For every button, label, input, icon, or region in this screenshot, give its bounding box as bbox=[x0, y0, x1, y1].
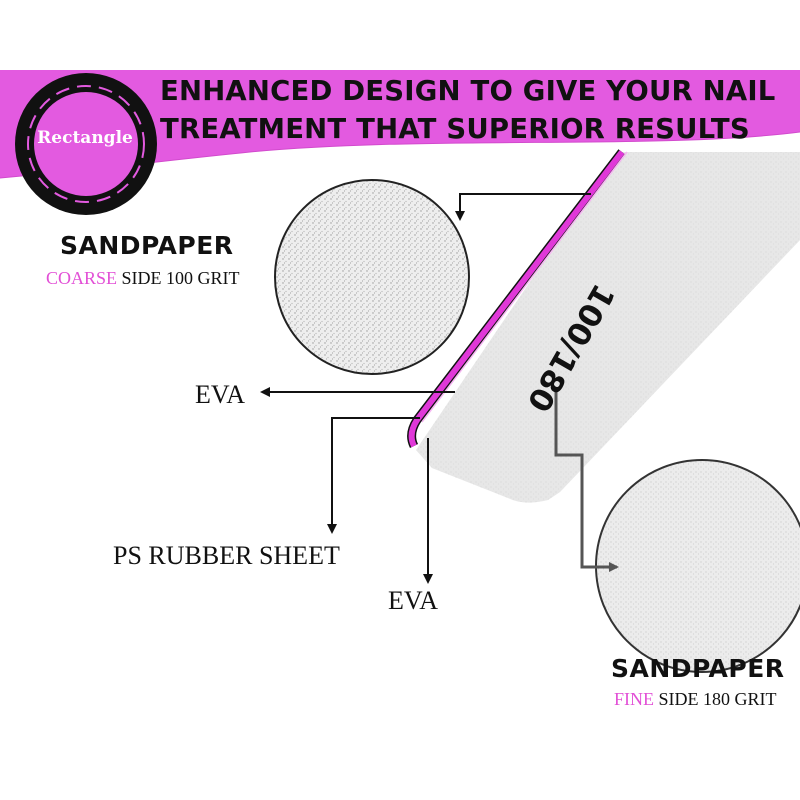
arrow-icon bbox=[554, 392, 619, 572]
coarse-accent-word: COARSE bbox=[46, 268, 118, 288]
coarse-caption: COARSE SIDE 100 GRIT bbox=[46, 268, 240, 289]
round-badge-icon bbox=[15, 73, 157, 215]
fine-accent-word: FINE bbox=[614, 689, 654, 709]
arrow-icon bbox=[455, 193, 591, 221]
fine-caption-rest: SIDE 180 GRIT bbox=[654, 689, 777, 709]
eva-bottom-label: EVA bbox=[388, 586, 439, 615]
fine-sandpaper-swatch bbox=[595, 459, 800, 673]
headline-line-2: TREATMENT THAT SUPERIOR RESULTS bbox=[160, 113, 750, 145]
headline: ENHANCED DESIGN TO GIVE YOUR NAIL TREATM… bbox=[160, 72, 790, 148]
fine-heading: SANDPAPER bbox=[611, 654, 785, 683]
arrow-icon bbox=[327, 417, 420, 534]
fine-caption: FINE SIDE 180 GRIT bbox=[614, 689, 777, 710]
badge-label: Rectangle bbox=[37, 128, 133, 148]
ps-rubber-sheet-label: PS RUBBER SHEET bbox=[113, 541, 340, 570]
coarse-sandpaper-swatch bbox=[274, 179, 470, 375]
coarse-caption-rest: SIDE 100 GRIT bbox=[117, 268, 240, 288]
nail-file bbox=[407, 149, 800, 503]
coarse-heading: SANDPAPER bbox=[60, 231, 234, 260]
eva-top-label: EVA bbox=[195, 380, 246, 409]
headline-line-1: ENHANCED DESIGN TO GIVE YOUR NAIL bbox=[160, 75, 776, 107]
